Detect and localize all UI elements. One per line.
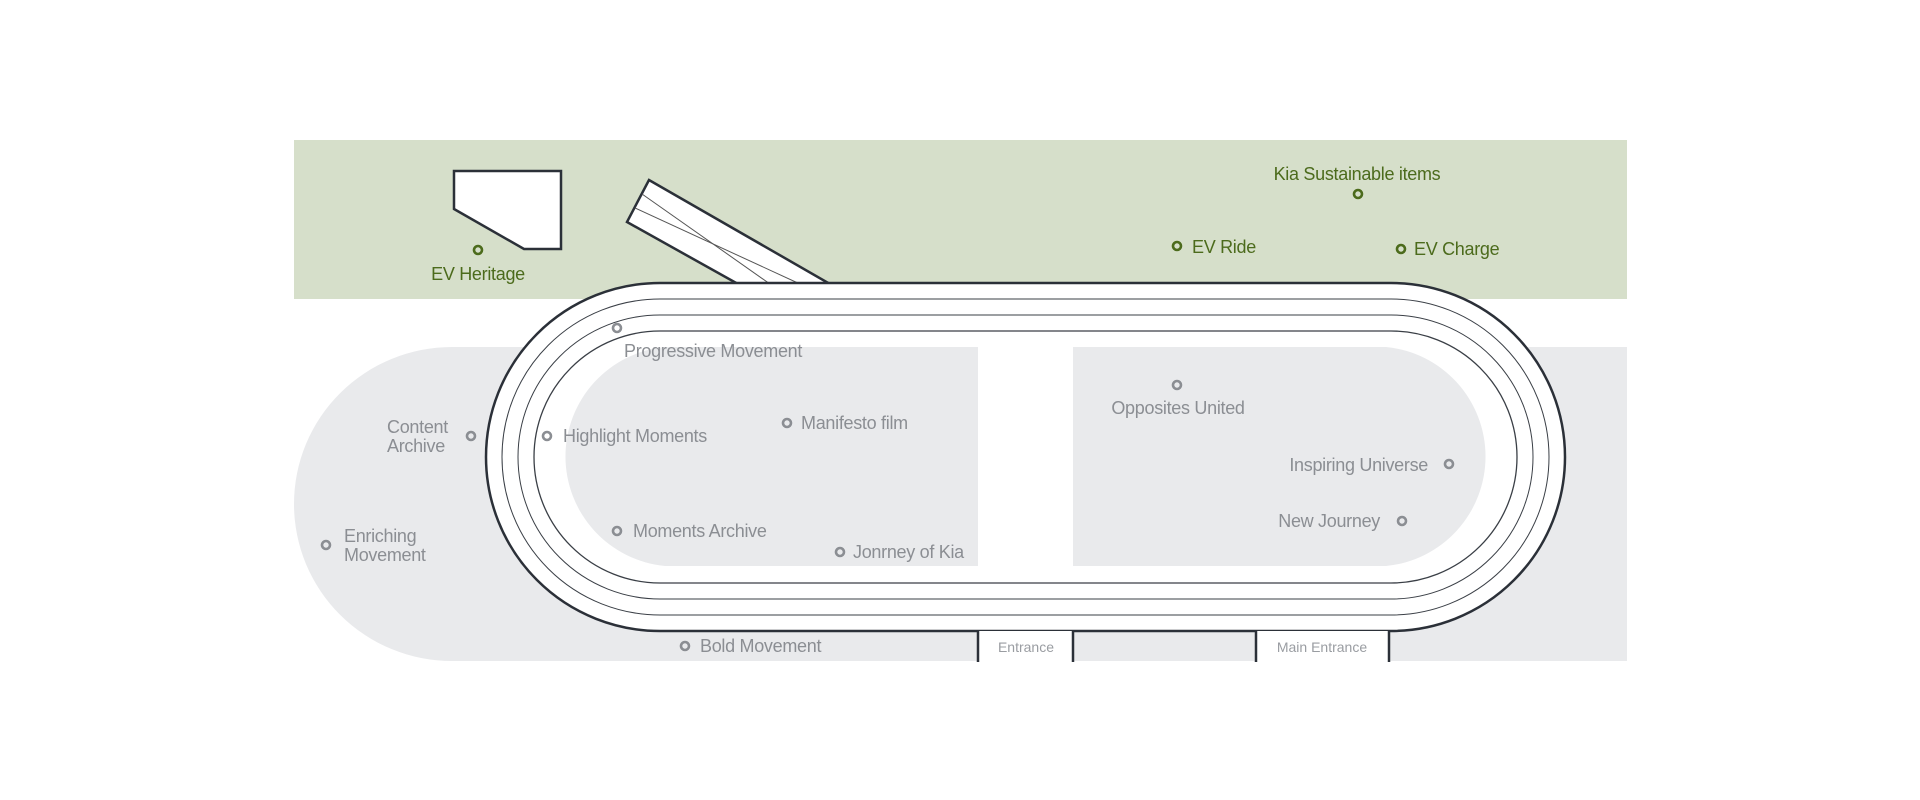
location-pin-icon — [1395, 243, 1407, 255]
entrance-label: Entrance — [998, 639, 1054, 655]
poi-label: EV Charge — [1414, 239, 1500, 259]
poi-label: Opposites United — [1111, 398, 1244, 418]
poi-jonrney-of-kia[interactable]: Jonrney of Kia — [834, 542, 965, 562]
poi-label: Manifesto film — [801, 413, 908, 433]
ev-heritage-building — [452, 169, 563, 251]
poi-label: EV Ride — [1192, 237, 1256, 257]
poi-label-line-2: Archive — [387, 436, 445, 456]
inner-zone-right — [1073, 347, 1486, 566]
poi-label: Inspiring Universe — [1289, 455, 1428, 475]
location-pin-icon — [472, 244, 484, 256]
location-pin-icon — [465, 430, 477, 442]
poi-ev-ride[interactable]: EV Ride — [1171, 237, 1257, 257]
poi-progressive-movement[interactable]: Progressive Movement — [611, 322, 803, 361]
inner-zone-left — [565, 347, 978, 566]
location-pin-icon — [1352, 188, 1364, 200]
poi-label-line-2: Movement — [344, 545, 426, 565]
poi-ev-heritage[interactable]: EV Heritage — [431, 244, 525, 284]
poi-manifesto-film[interactable]: Manifesto film — [781, 413, 908, 433]
poi-enriching-movement[interactable]: Enriching Movement — [320, 526, 426, 565]
poi-content-archive[interactable]: Content Archive — [387, 417, 477, 456]
poi-label-line-1: Enriching — [344, 526, 416, 546]
poi-moments-archive[interactable]: Moments Archive — [611, 521, 767, 541]
poi-label: New Journey — [1278, 511, 1380, 531]
poi-kia-sustainable-items[interactable]: Kia Sustainable items — [1274, 164, 1441, 200]
poi-ev-charge[interactable]: EV Charge — [1395, 239, 1500, 259]
poi-opposites-united[interactable]: Opposites United — [1111, 379, 1245, 418]
location-pin-icon — [611, 322, 623, 334]
location-pin-icon — [1443, 458, 1455, 470]
location-pin-icon — [834, 546, 846, 558]
main-entrance-label: Main Entrance — [1277, 639, 1367, 655]
location-pin-icon — [611, 525, 623, 537]
location-pin-icon — [1171, 379, 1183, 391]
location-pin-icon — [781, 417, 793, 429]
location-pin-icon — [679, 640, 691, 652]
main-entrance[interactable]: Main Entrance — [1254, 631, 1391, 663]
poi-label-line-1: Content — [387, 417, 448, 437]
poi-bold-movement[interactable]: Bold Movement — [679, 636, 822, 656]
poi-highlight-moments[interactable]: Highlight Moments — [541, 426, 708, 446]
poi-label: Bold Movement — [700, 636, 821, 656]
poi-new-journey[interactable]: New Journey — [1278, 511, 1408, 531]
poi-label: Highlight Moments — [563, 426, 707, 446]
poi-label: EV Heritage — [431, 264, 525, 284]
poi-label: Kia Sustainable items — [1274, 164, 1441, 184]
location-pin-icon — [541, 430, 553, 442]
location-pin-icon — [1171, 240, 1183, 252]
entrance[interactable]: Entrance — [976, 631, 1075, 663]
poi-label: Jonrney of Kia — [853, 542, 965, 562]
poi-inspiring-universe[interactable]: Inspiring Universe — [1289, 455, 1455, 475]
location-pin-icon — [1396, 515, 1408, 527]
poi-label: Progressive Movement — [624, 341, 802, 361]
location-pin-icon — [320, 539, 332, 551]
poi-label: Moments Archive — [633, 521, 767, 541]
